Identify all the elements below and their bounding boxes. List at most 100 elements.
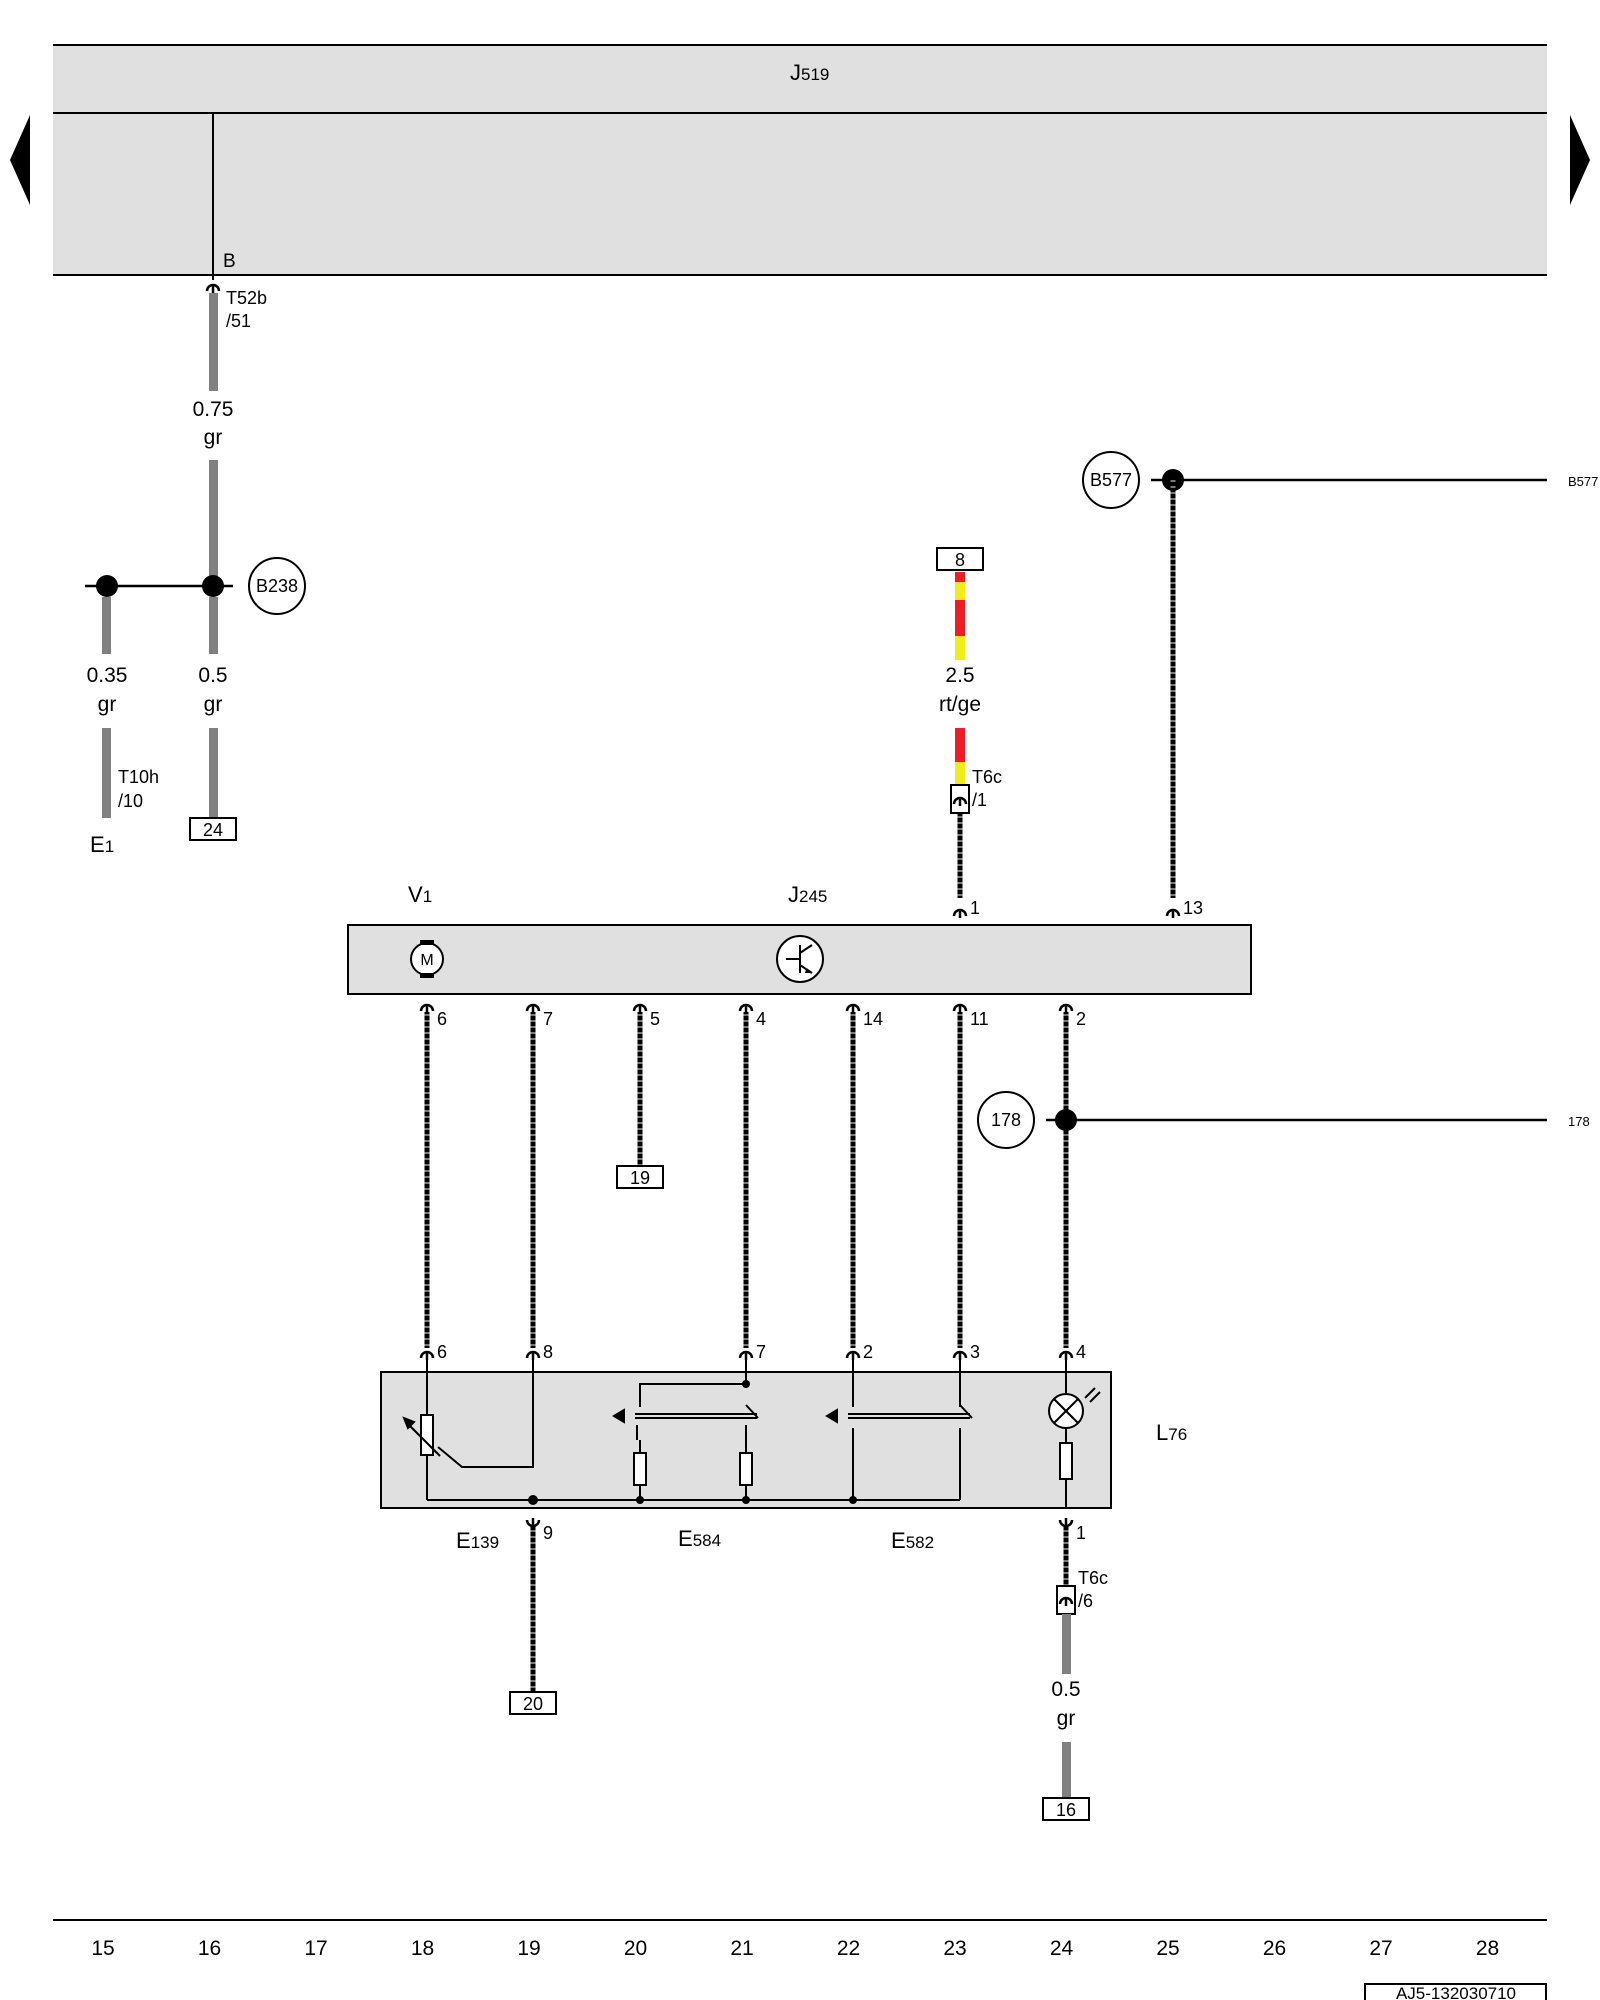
pin-label: 6 — [437, 1342, 447, 1362]
reference-label-16: 16 — [1056, 1800, 1076, 1820]
ruler-column-label: 18 — [411, 1937, 434, 1960]
ruler-column-label: 15 — [91, 1937, 114, 1960]
wire-size-label: 2.5 — [945, 664, 974, 687]
reference-label-19: 19 — [630, 1168, 650, 1188]
pin-label: 7 — [543, 1009, 553, 1029]
reference-box-24 — [189, 817, 237, 841]
connection-b238-circle — [248, 557, 306, 615]
wire-segment — [1062, 1614, 1071, 1674]
pin-label: 8 — [543, 1342, 553, 1362]
pin-e139-9 — [525, 1516, 541, 1528]
component-label-l76: L76 — [1156, 1420, 1187, 1445]
wire-segment — [209, 293, 218, 391]
connection-b577-circle — [1082, 451, 1140, 509]
wire-size-label: 0.75 — [193, 398, 234, 421]
connection-178-label: 178 — [991, 1110, 1021, 1130]
pin-label: 2 — [863, 1342, 873, 1362]
ruler-column-label: 17 — [304, 1937, 327, 1960]
pin-label: 4 — [756, 1009, 766, 1029]
wire-size-label: 0.35 — [87, 664, 128, 687]
pin-label: 14 — [863, 1009, 883, 1029]
pin-label: 5 — [650, 1009, 660, 1029]
connector-pin-t10h: /10 — [118, 791, 143, 811]
reference-box-8 — [936, 547, 984, 571]
reference-label-8: 8 — [955, 550, 965, 570]
reference-box-20 — [509, 1691, 557, 1715]
pin-label: 1 — [970, 898, 980, 918]
b577-continuation-label: B577 — [1568, 474, 1598, 489]
connector-t52b — [205, 283, 221, 295]
wire-segment — [209, 597, 218, 654]
ruler-column-label: 28 — [1476, 1937, 1499, 1960]
component-label-v1: V1 — [408, 882, 432, 907]
previous-page-arrow-icon[interactable] — [10, 115, 30, 205]
ruler-column-label: 19 — [517, 1937, 540, 1960]
bus-nodes — [528, 1380, 857, 1505]
pin-label: 2 — [1076, 1009, 1086, 1029]
doc-number-box — [1364, 1983, 1547, 2000]
wire-color-label: gr — [98, 693, 117, 716]
next-page-arrow-icon[interactable] — [1570, 115, 1590, 205]
connection-b238-label: B238 — [256, 576, 298, 596]
component-label-e582: E582 — [891, 1528, 934, 1553]
j519-housing: J519 — [53, 44, 1547, 276]
connector-pin-t6c-6: /6 — [1078, 1591, 1093, 1611]
connector-label-t6c-1: T6c — [972, 767, 1002, 787]
wire-segment — [209, 460, 218, 586]
pin-label: 3 — [970, 1342, 980, 1362]
pin-label: 1 — [1076, 1523, 1086, 1543]
pin-label: 7 — [756, 1342, 766, 1362]
connector-label-t52b: T52b — [226, 288, 267, 308]
pin-label: 6 — [437, 1009, 447, 1029]
pin-l76-1 — [1058, 1516, 1074, 1528]
ruler-column-label: 25 — [1156, 1937, 1179, 1960]
harness-wires — [424, 1012, 1069, 1348]
wire-rt-ge-upper — [955, 572, 965, 660]
wire-size-label: 0.5 — [198, 664, 227, 687]
wire-segment — [102, 597, 111, 654]
reference-box-19 — [616, 1165, 664, 1189]
wire-segment — [209, 728, 218, 818]
wire-color-label: gr — [204, 426, 223, 449]
pin-label: 11 — [970, 1009, 989, 1029]
j519-label: J519 — [790, 60, 829, 85]
doc-number: AJ5-132030710 — [1396, 1984, 1516, 2000]
wire-segment — [102, 728, 111, 818]
splice-dot — [202, 575, 224, 597]
pin-j245-1 — [952, 908, 968, 920]
reference-label-24: 24 — [203, 820, 223, 840]
reference-label-20: 20 — [523, 1694, 543, 1714]
connector-pin-t6c-1: /1 — [972, 790, 987, 810]
pin-label: 13 — [1183, 898, 1203, 918]
ruler-column-label: 16 — [198, 1937, 221, 1960]
svg-text:M: M — [420, 952, 433, 969]
component-label-e584: E584 — [678, 1526, 721, 1551]
ruler-column-label: 27 — [1369, 1937, 1392, 1960]
connector-label-t6c-6: T6c — [1078, 1568, 1108, 1588]
ruler-column-label: 21 — [730, 1937, 753, 1960]
pin-j245-13 — [1165, 908, 1181, 920]
internal-circuits — [402, 1360, 1101, 1508]
ruler-column-label: 24 — [1050, 1937, 1074, 1960]
splice-dot — [1055, 1109, 1077, 1131]
ruler-column-label: 20 — [624, 1937, 647, 1960]
motor-icon: M — [410, 940, 444, 978]
reference-box-16 — [1042, 1797, 1090, 1821]
ruler-column-label: 26 — [1263, 1937, 1286, 1960]
wire-color-label: gr — [204, 693, 223, 716]
ruler-column-label: 23 — [943, 1937, 966, 1960]
column-ruler: 15 16 17 18 19 20 21 22 23 24 25 26 27 28 — [91, 1937, 1499, 1960]
wire-color-label: gr — [1057, 1707, 1076, 1730]
component-label-e1: E1 — [90, 832, 114, 857]
pin-label: 9 — [543, 1523, 553, 1543]
wire-segment — [1062, 1742, 1071, 1798]
connector-pin-t52b: /51 — [226, 311, 251, 331]
component-label-j245: J245 — [788, 882, 827, 907]
connection-b577-label: B577 — [1090, 470, 1132, 490]
electronic-control-icon — [776, 935, 824, 983]
splice-dot — [96, 575, 118, 597]
connection-178-circle — [977, 1091, 1035, 1149]
component-label-e139: E139 — [456, 1528, 499, 1553]
ruler-column-label: 22 — [837, 1937, 860, 1960]
